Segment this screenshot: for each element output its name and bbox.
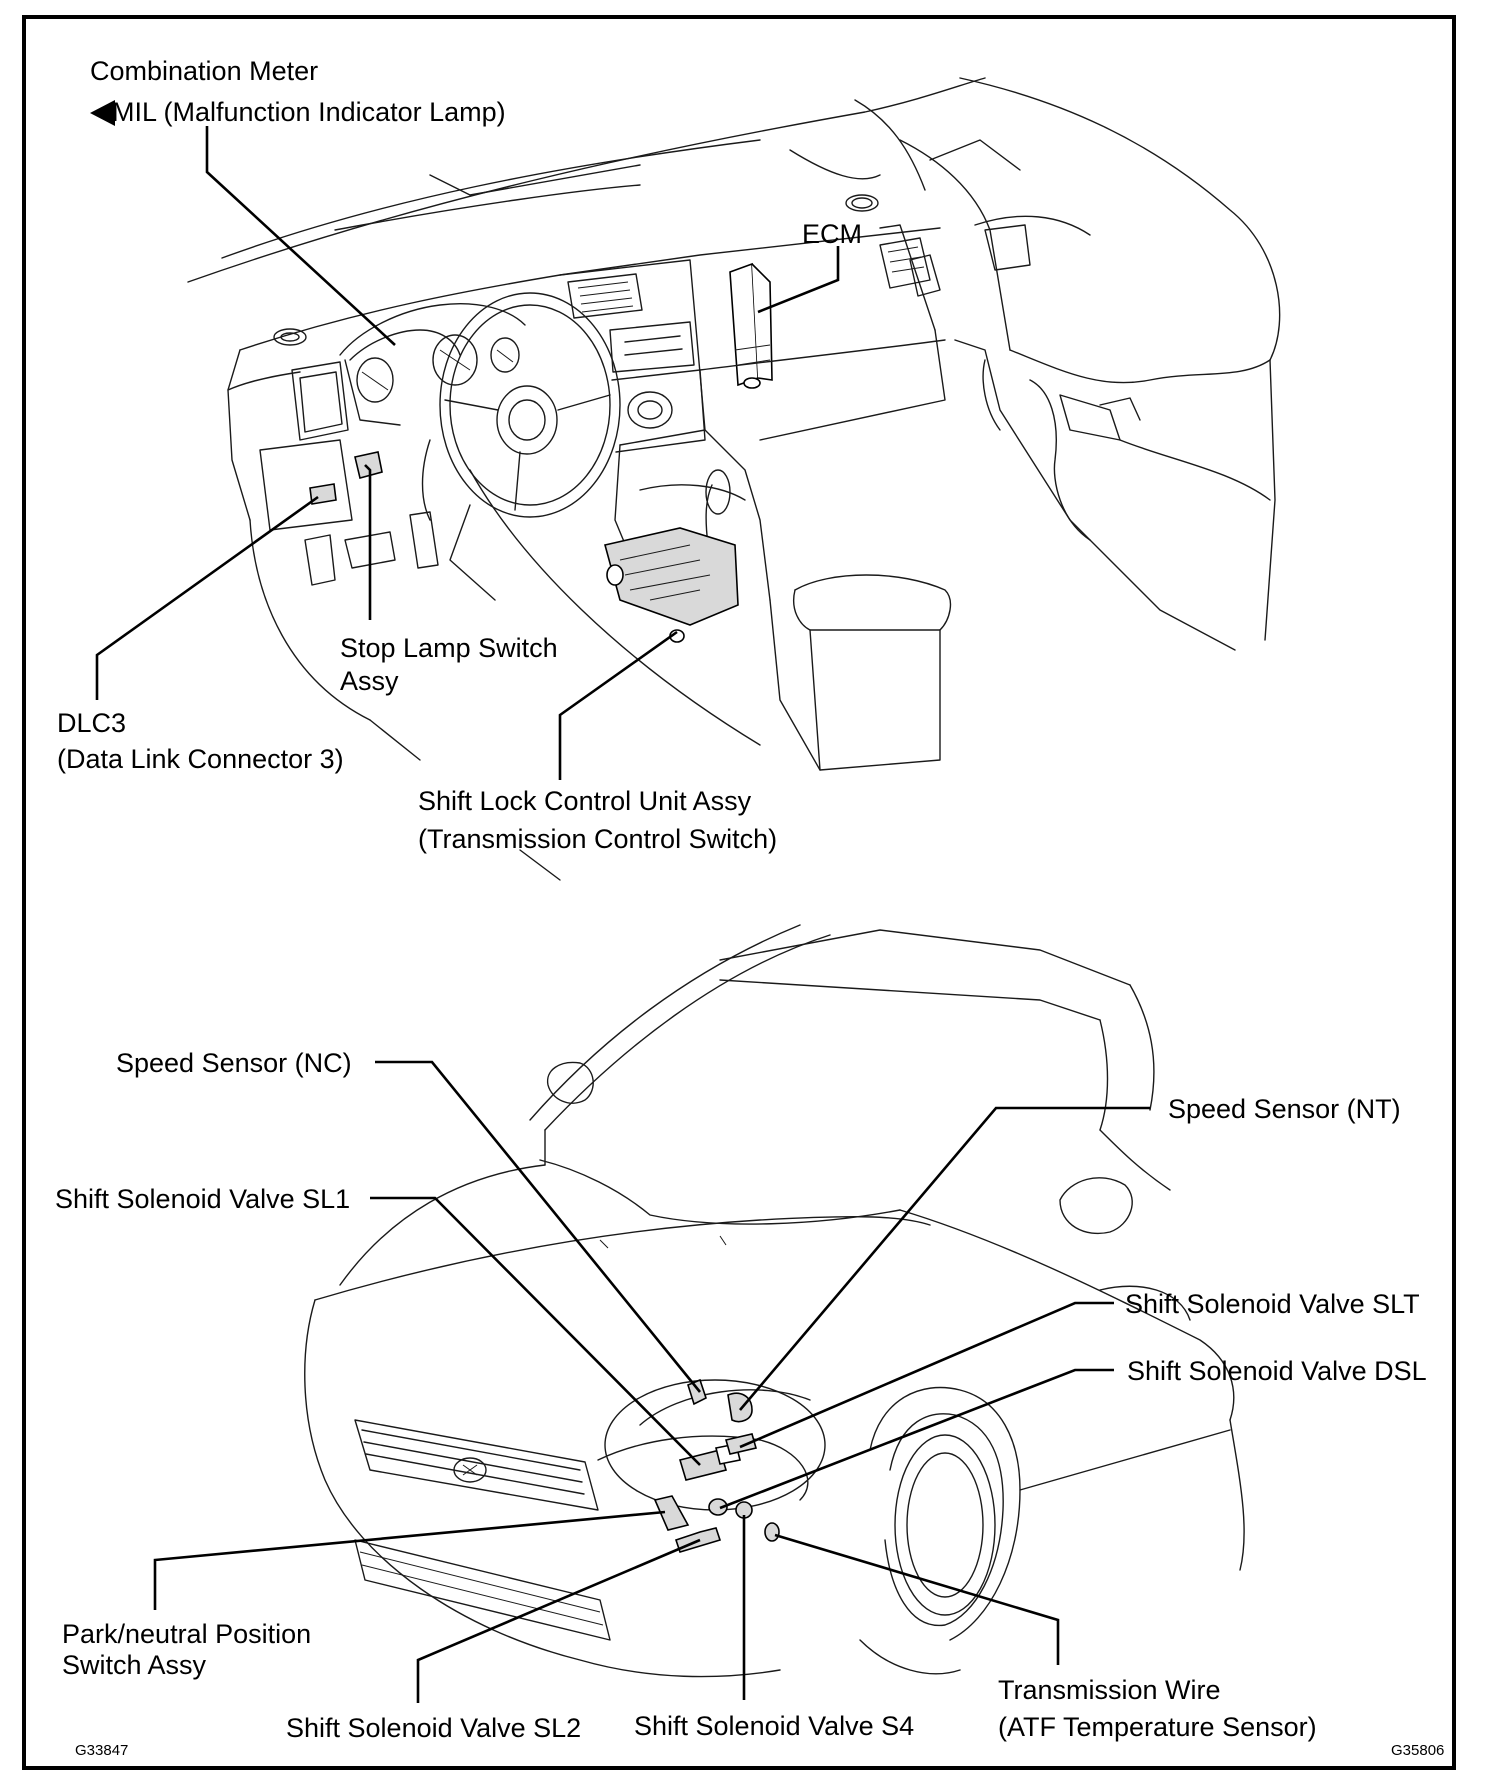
leader-sl2 (416, 1538, 701, 1703)
leader-trans-wire (774, 1533, 1060, 1665)
label-pnp-2: Switch Assy (62, 1650, 207, 1680)
label-shift-lock-1: Shift Lock Control Unit Assy (418, 786, 752, 816)
label-stop-lamp-2: Assy (340, 666, 399, 696)
figure-code-left: G33847 (75, 1742, 128, 1759)
label-combination-meter: Combination Meter (90, 56, 318, 86)
leader-mil (205, 126, 396, 346)
vehicle-illustration (304, 924, 1245, 1678)
leader-lines (95, 126, 1150, 1703)
diagram-frame (22, 15, 1456, 1770)
label-trans-wire-2: (ATF Temperature Sensor) (998, 1712, 1317, 1742)
label-sl2: Shift Solenoid Valve SL2 (286, 1713, 581, 1743)
label-pnp-1: Park/neutral Position (62, 1619, 311, 1649)
label-dlc3-2: (Data Link Connector 3) (57, 744, 344, 774)
leader-dlc3 (95, 495, 319, 700)
leader-dsl (719, 1368, 1114, 1510)
label-dlc3-1: DLC3 (57, 708, 126, 738)
leader-shift-lock (558, 630, 678, 780)
label-shift-lock-2: (Transmission Control Switch) (418, 824, 777, 854)
label-slt: Shift Solenoid Valve SLT (1125, 1289, 1420, 1319)
leader-ecm (757, 246, 840, 314)
figure-code-right: G35806 (1391, 1742, 1444, 1759)
label-ecm: ECM (802, 219, 862, 249)
leader-pnp (153, 1510, 666, 1610)
labels: Combination Meter MIL (Malfunction Indic… (55, 56, 1444, 1759)
leader-stop-lamp (364, 464, 372, 620)
label-sl1: Shift Solenoid Valve SL1 (55, 1184, 350, 1214)
label-speed-nt: Speed Sensor (NT) (1168, 1094, 1401, 1124)
leader-speed-nc (375, 1060, 702, 1393)
label-trans-wire-1: Transmission Wire (998, 1675, 1221, 1705)
leader-slt (739, 1301, 1114, 1449)
label-mil: MIL (Malfunction Indicator Lamp) (112, 97, 506, 127)
label-stop-lamp-1: Stop Lamp Switch (340, 633, 558, 663)
label-s4: Shift Solenoid Valve S4 (634, 1711, 914, 1741)
label-dsl: Shift Solenoid Valve DSL (1127, 1356, 1427, 1386)
label-speed-nc: Speed Sensor (NC) (116, 1048, 352, 1078)
left-triangle-icon (90, 100, 115, 126)
dashboard-illustration (187, 77, 1281, 881)
leader-speed-nt (739, 1106, 1150, 1411)
leader-sl1 (370, 1196, 701, 1466)
